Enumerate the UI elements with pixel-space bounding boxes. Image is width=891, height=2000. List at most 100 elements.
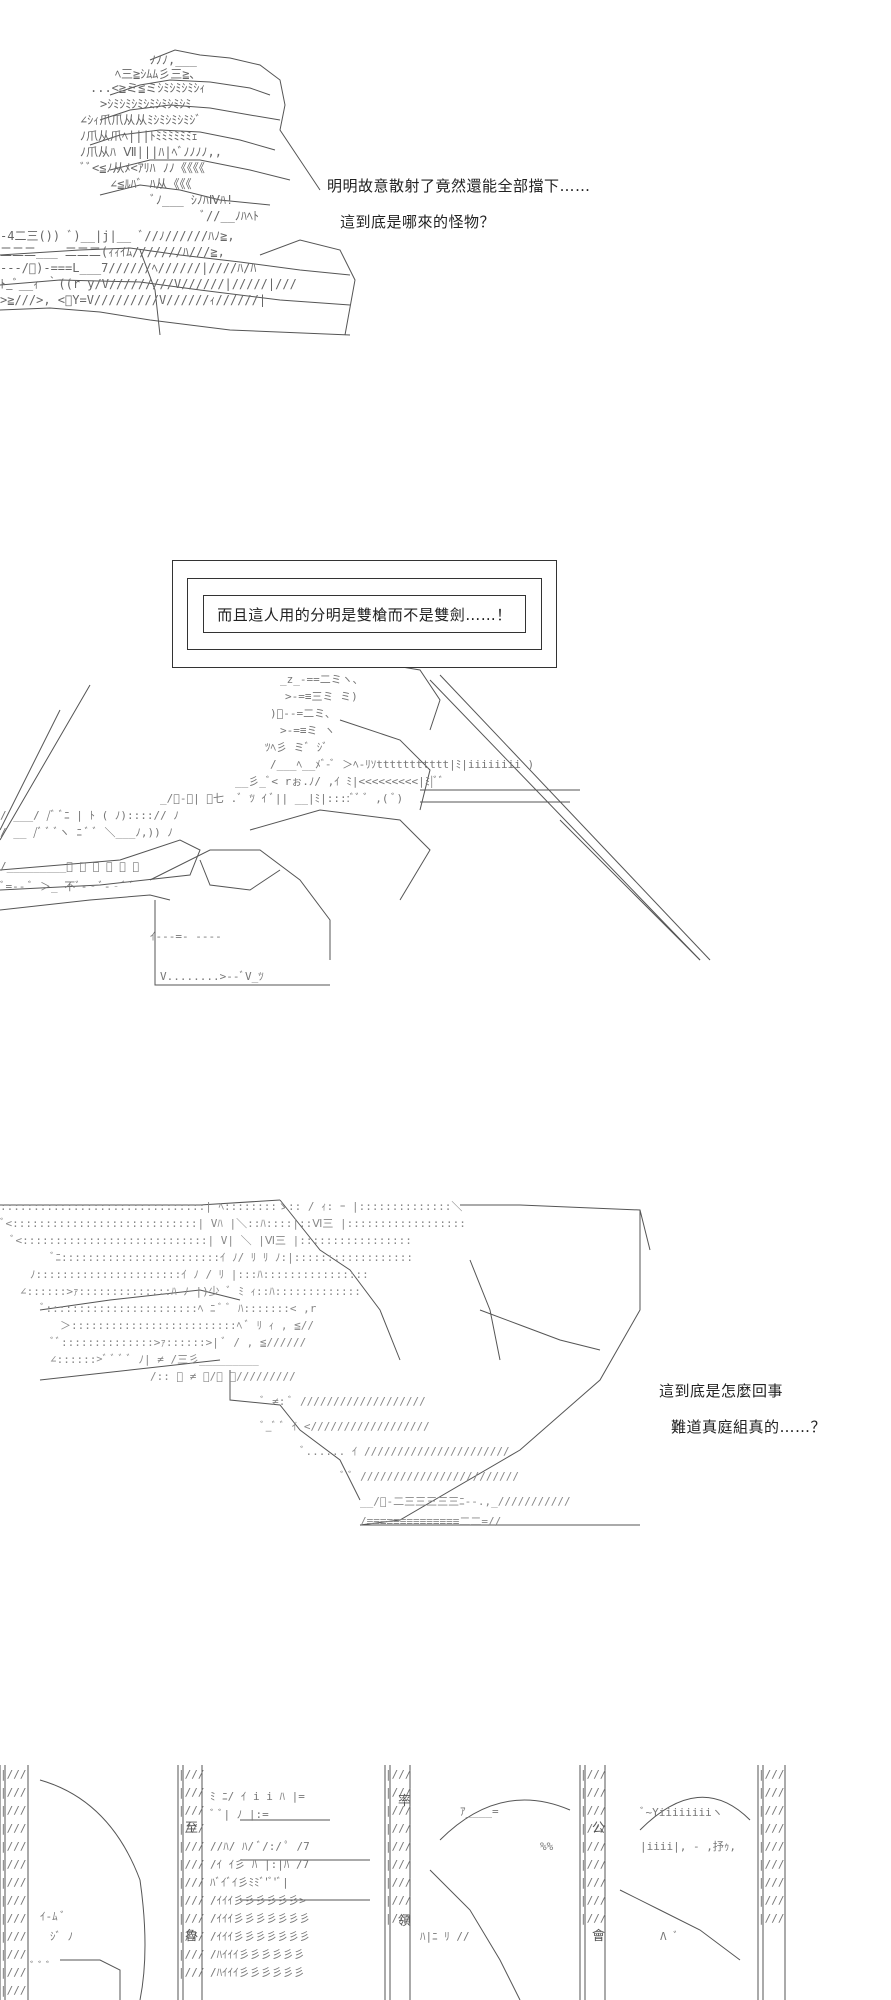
svg-text:ﾞ//__ﾉﾊﾍﾄ: ﾞ//__ﾉﾊﾍﾄ bbox=[200, 209, 259, 223]
svg-text:/ ___/ /ﾞ ﾞﾆ | ﾄ ( ﾉ): / ___/ /ﾞ ﾞﾆ | ﾄ ( ﾉ)::::// ﾉ bbox=[0, 809, 179, 822]
svg-text:|///: |/// bbox=[178, 1966, 205, 1979]
svg-text:|///: |/// bbox=[758, 1822, 785, 1835]
svg-text:|///: |/// bbox=[580, 1786, 607, 1799]
svg-text:|///: |/// bbox=[0, 1786, 27, 1799]
svg-text:%%: %% bbox=[540, 1840, 554, 1853]
svg-text:|///: |/// bbox=[758, 1894, 785, 1907]
svg-text:|///: |/// bbox=[758, 1804, 785, 1817]
svg-text:|///: |/// bbox=[0, 1858, 27, 1871]
svg-text:ﾉ爪从ﾊ Ⅶ|||ﾊ|ﾍﾞﾉﾉﾉﾉ,,: ﾉ爪从ﾊ Ⅶ|||ﾊ|ﾍﾞﾉﾉﾉﾉ,, bbox=[80, 145, 222, 159]
svg-text:>≧///>, <ﾞY=V/////////V/////: >≧///>, <ﾞY=V/////////V//////ｨ//////| bbox=[0, 293, 266, 307]
svg-text:/ﾊｲｲｲ彡彡彡彡彡彡: /ﾊｲｲｲ彡彡彡彡彡彡 bbox=[210, 1966, 305, 1979]
svg-text:|///: |/// bbox=[580, 1876, 607, 1889]
dialogue-line-2: 這到底是哪來的怪物？ bbox=[340, 213, 496, 231]
svg-text:|///: |/// bbox=[758, 1786, 785, 1799]
svg-text:_/ﾞ‐ﾞ| ﾞ七 .ﾞ ﾂ ｲ ﾞ|| __|: _/ﾞ‐ﾞ| ﾞ七 .ﾞ ﾂ ｲ ﾞ|| __|ﾐ|::::ﾞﾞ ﾞ ,( ﾞ) bbox=[160, 792, 403, 805]
svg-text:>-=≡三ミ ミ): >-=≡三ミ ミ) bbox=[285, 690, 358, 703]
svg-text:|///: |/// bbox=[580, 1822, 607, 1835]
svg-text:ﾞ ﾞ //////////////////////: ﾞ ﾞ //////////////////////// bbox=[340, 1470, 519, 1483]
svg-text:|///: |/// bbox=[580, 1912, 607, 1925]
dialogue-line-4: 難道真庭組真的……？ bbox=[671, 1418, 827, 1436]
svg-text:ﾞ_ﾞ ﾞ ｲ <///////////////: ﾞ_ﾞ ﾞ ｲ <////////////////// bbox=[260, 1420, 430, 1433]
svg-text:ｼﾞ ﾉ: ｼﾞ ﾉ bbox=[50, 1930, 73, 1943]
svg-text:|///: |/// bbox=[385, 1768, 412, 1781]
svg-text:ﾞ<::::::::::::::::::::::::::::: ﾞ<::::::::::::::::::::::::::::| V| ＼ |Ⅵ三… bbox=[10, 1234, 412, 1247]
svg-text:|///: |/// bbox=[0, 1912, 27, 1925]
svg-text:|///: |/// bbox=[0, 1822, 27, 1835]
svg-text:|///: |/// bbox=[178, 1840, 205, 1853]
svg-text:|///: |/// bbox=[178, 1930, 205, 1943]
svg-text:ﾞ ﾞ ﾞ: ﾞ ﾞ ﾞ bbox=[30, 1960, 51, 1973]
svg-text:|///: |/// bbox=[580, 1894, 607, 1907]
svg-text:|///: |/// bbox=[385, 1786, 412, 1799]
svg-text:|///: |/// bbox=[758, 1912, 785, 1925]
svg-text:|///: |/// bbox=[758, 1768, 785, 1781]
svg-text:|///: |/// bbox=[580, 1768, 607, 1781]
svg-text:|iiii|, - ,抒ｩ,: |iiii|, - ,抒ｩ, bbox=[640, 1839, 736, 1853]
svg-text:ﾞﾞ::::::::::::::>ｧ::::::>|: ﾞﾞ::::::::::::::>ｧ::::::>| ﾞ / , ≦////// bbox=[50, 1336, 306, 1349]
svg-text:|///: |/// bbox=[0, 1930, 27, 1943]
svg-text:ﾞ:::::::::::::::::::::::ﾍ ﾆ: ﾞ:::::::::::::::::::::::ﾍ ﾆ ﾞ ﾞ ﾊ:::::::… bbox=[40, 1302, 317, 1315]
svg-text:_z_-==二ミヽ､: _z_-==二ミヽ､ bbox=[280, 673, 358, 686]
svg-text:∠::::::>ｧ::::::::::::::ﾊ ﾉ |)少: ∠::::::>ｧ::::::::::::::ﾊ ﾉ |)少 ﾞ ﾐ ｨ::ﾊ:… bbox=[20, 1285, 361, 1298]
svg-text:二二二___ 二二二(ｨｨｲﾑ///////ﾊ///≧,: 二二二___ 二二二(ｨｨｲﾑ///////ﾊ///≧, bbox=[0, 245, 225, 259]
panel-1: ﾉﾉﾉ,___ ﾍ三≧ｼﾑﾑ彡三≧､ ...<≧ミ≦ミｼﾐｼﾐｼﾐｼｨ >ｼﾐｼ… bbox=[0, 0, 891, 360]
svg-text:::::::::::::::::::::::::::::::: :::::::::::::::::::::::::::::::| ﾍ::::::… bbox=[0, 1200, 462, 1213]
svg-text:ﾞ ﾞ| ﾉ |:=: ﾞ ﾞ| ﾉ |:= bbox=[210, 1808, 269, 1821]
svg-text:|///: |/// bbox=[385, 1876, 412, 1889]
svg-text:∠≦ﾙﾊﾞ ﾊ从《《《: ∠≦ﾙﾊﾞ ﾊ从《《《 bbox=[110, 177, 192, 191]
svg-text://ﾊ/ ﾊ/ ﾞ/:/ ﾟ /7: //ﾊ/ ﾊ/ ﾞ/:/ ﾟ /7 bbox=[210, 1840, 310, 1853]
svg-text:ﾐ ﾆ/ ｲ i i ﾊ |=: ﾐ ﾆ/ ｲ i i ﾊ |= bbox=[210, 1790, 305, 1803]
svg-text:|///: |/// bbox=[0, 1948, 27, 1961]
svg-text:ﾄ_ﾞ__ｨ ｀((r y/V/////////V////: ﾄ_ﾞ__ｨ ｀((r y/V/////////V//////|/////|//… bbox=[0, 275, 297, 291]
svg-text:‐4二三()) ﾞ)__|j|__ ﾞ//ﾉ//////ﾊﾉ: ‐4二三()) ﾞ)__|j|__ ﾞ//ﾉ//////ﾊﾉ≧, bbox=[0, 229, 235, 243]
svg-text:|///: |/// bbox=[580, 1858, 607, 1871]
svg-text:/ｲ ｲ彡 ﾊ |:|ﾊ /7: /ｲ ｲ彡 ﾊ |:|ﾊ /7 bbox=[210, 1858, 309, 1871]
narration-text: 而且這人用的分明是雙槍而不是雙劍……！ bbox=[217, 605, 512, 624]
svg-text:__/ﾞ‐二三三三三三ﾆ--.,_///////////: __/ﾞ‐二三三三三三ﾆ--.,_/////////// bbox=[360, 1495, 571, 1508]
svg-text:|///: |/// bbox=[178, 1894, 205, 1907]
svg-text:ﾞ<::::::::::::::::::::::::::::: ﾞ<::::::::::::::::::::::::::::| Vﾊ |＼::ﾊ… bbox=[0, 1217, 466, 1230]
svg-text:ﾞﾉ___ ｼﾉﾊⅣﾊ!: ﾞﾉ___ ｼﾉﾊⅣﾊ! bbox=[150, 193, 233, 207]
panel-4: |/// |/// |/// |/// |/// |/// |/// |/// |/// |… bbox=[0, 1760, 891, 2000]
svg-text:|///: |/// bbox=[385, 1894, 412, 1907]
glyph-rate: 率 bbox=[398, 1793, 411, 1809]
svg-text:ｲ-ﾑ ﾞ: ｲ-ﾑ ﾞ bbox=[40, 1910, 66, 1923]
svg-text:|///: |/// bbox=[178, 1768, 205, 1781]
svg-text:|///: |/// bbox=[385, 1840, 412, 1853]
svg-text:|///: |/// bbox=[0, 1966, 27, 1979]
svg-text:|///: |/// bbox=[385, 1912, 412, 1925]
dialogue-line-3: 這到底是怎麼回事 bbox=[659, 1382, 784, 1400]
svg-text:|///: |/// bbox=[0, 1894, 27, 1907]
svg-text:/_________ﾞ ﾞ ﾞ ﾞ ﾞ ﾞ: /_________ﾞ ﾞ ﾞ ﾞ ﾞ ﾞ bbox=[0, 860, 139, 873]
svg-text:‐--/ﾞ)‐===L___7//////ﾍ//////|/: ‐--/ﾞ)‐===L___7//////ﾍ//////|////ﾊ/ﾊ bbox=[0, 261, 256, 275]
ascii-art-figure-1: ﾉﾉﾉ,___ ﾍ三≧ｼﾑﾑ彡三≧､ ...<≧ミ≦ミｼﾐｼﾐｼﾐｼｨ >ｼﾐｼ… bbox=[0, 49, 356, 336]
svg-text:|///: |/// bbox=[758, 1876, 785, 1889]
panel-3: :::::::::::::::::::::::::::::::| ﾍ::::::… bbox=[0, 1190, 891, 1580]
svg-text:|///: |/// bbox=[580, 1804, 607, 1817]
svg-text:|///: |/// bbox=[0, 1840, 27, 1853]
svg-text:∠::::::>ﾞ ﾞ ﾞ ﾞ ﾉ|: ∠::::::>ﾞ ﾞ ﾞ ﾞ ﾉ| ≠ /三彡_________ bbox=[50, 1353, 259, 1366]
svg-text:|///: |/// bbox=[178, 1876, 205, 1889]
svg-text:|///: |/// bbox=[178, 1804, 205, 1817]
svg-text:/___ﾍ__ﾒﾞ-ﾞ ＞ﾍ-ﾘｿttttttttttt: /___ﾍ__ﾒﾞ-ﾞ ＞ﾍ-ﾘｿttttttttttt|ﾐ|iiiiiiii … bbox=[270, 758, 534, 771]
svg-text:|///: |/// bbox=[0, 1876, 27, 1889]
glyph-lu: 魯 bbox=[185, 1929, 198, 1944]
svg-text:ｱ____=: ｱ____= bbox=[460, 1805, 499, 1818]
svg-text:ﾞ...... ｲ ////////////////: ﾞ...... ｲ ////////////////////// bbox=[300, 1445, 510, 1458]
svg-text:/ｲｲｲ彡彡彡彡彡彡彡: /ｲｲｲ彡彡彡彡彡彡彡 bbox=[210, 1912, 310, 1925]
panel-2: _z_-==二ミヽ､ >-=≡三ミ ミ) )ﾞ--=二ミ､ >-=≡ミ ヽ ﾂﾍ… bbox=[0, 540, 891, 990]
glyph-meet: 會 bbox=[592, 1929, 605, 1944]
svg-text:ﾞ ≠: ﾞ ////////////: ﾞ ≠: ﾞ /////////////////// bbox=[260, 1395, 426, 1408]
svg-text:|///: |/// bbox=[178, 1786, 205, 1799]
svg-text:>-=≡ミ ヽ: >-=≡ミ ヽ bbox=[280, 724, 335, 737]
svg-text:|///: |/// bbox=[178, 1948, 205, 1961]
svg-text:|///: |/// bbox=[178, 1858, 205, 1871]
svg-text:|///: |/// bbox=[758, 1840, 785, 1853]
svg-text:ﾞ=‐‐ ﾞ ＞_ 不ﾞ‐‐ﾞ‐‐ﾞ ﾞ: ﾞ=‐‐ ﾞ ＞_ 不ﾞ‐‐ﾞ‐‐ﾞ ﾞ bbox=[0, 880, 135, 893]
svg-text:|///: |/// bbox=[580, 1840, 607, 1853]
svg-text:|///: |/// bbox=[178, 1912, 205, 1925]
svg-text:V........>--ﾞV_ﾂ: V........>--ﾞV_ﾂ bbox=[160, 970, 264, 983]
glyph-lead: 領 bbox=[398, 1913, 411, 1929]
svg-text:|///: |/// bbox=[0, 1804, 27, 1817]
